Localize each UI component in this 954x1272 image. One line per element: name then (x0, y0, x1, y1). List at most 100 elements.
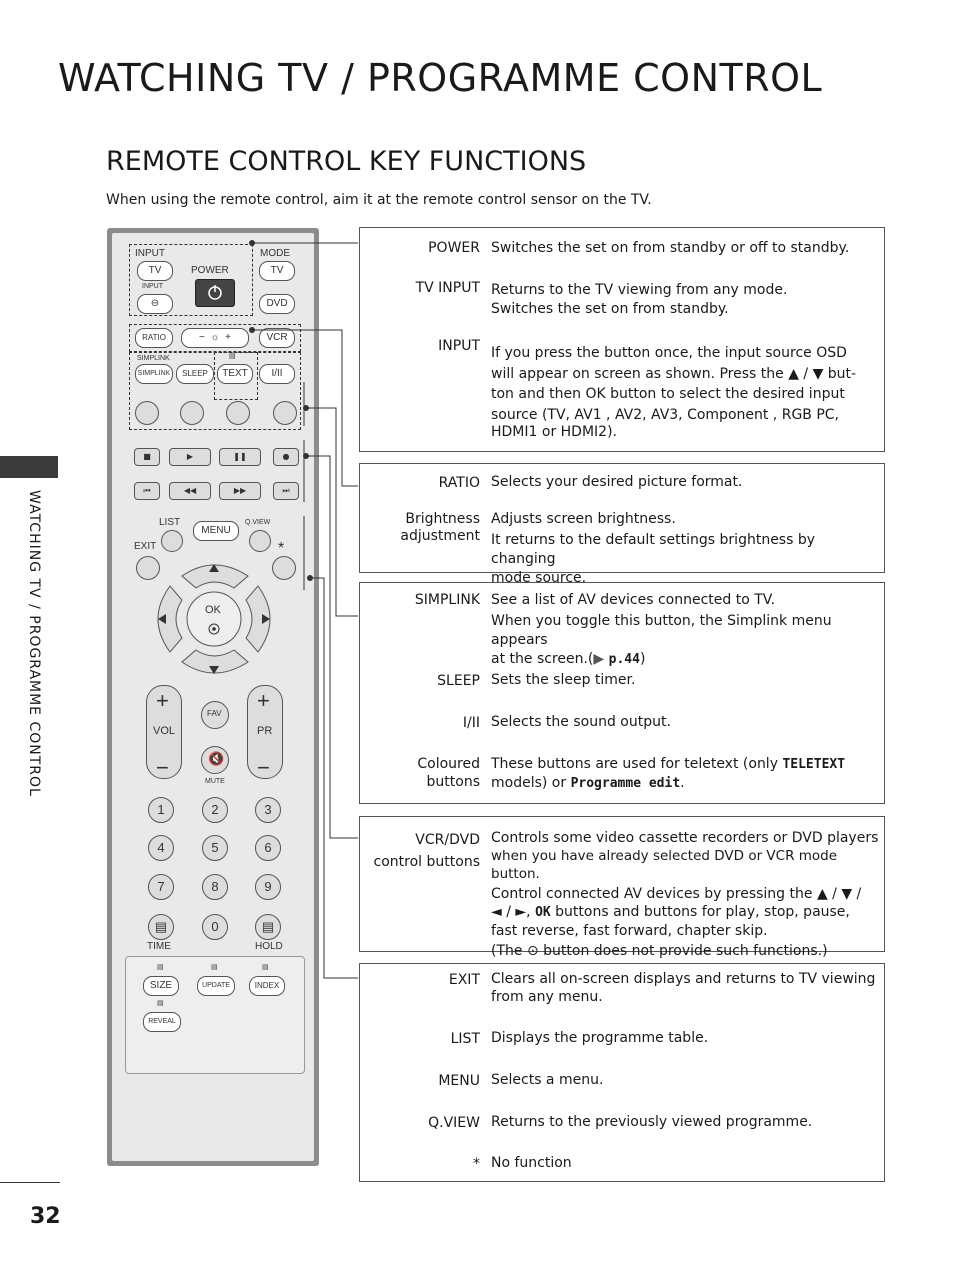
exit-menu-description-box: EXIT Clears all on-screen displays and r… (359, 963, 885, 1182)
sleep-description: Sets the sleep timer. (491, 672, 636, 688)
right-arrow-button[interactable] (245, 585, 271, 653)
number-9-button[interactable]: 9 (255, 874, 281, 900)
fav-button[interactable] (201, 701, 229, 729)
up-icon (209, 564, 219, 572)
size-button[interactable]: SIZE (143, 976, 179, 996)
navigation-pad[interactable] (152, 558, 276, 680)
simplink-button[interactable]: SIMPLINK (135, 364, 173, 384)
vcr-button[interactable]: VCR (259, 328, 295, 348)
menu-button[interactable]: MENU (193, 521, 239, 541)
ratio-button[interactable]: RATIO (135, 328, 173, 348)
pause-button[interactable]: ❚❚ (219, 448, 261, 466)
red-button[interactable] (135, 401, 159, 425)
brightness-icon: − ☼ + (199, 332, 231, 343)
i-ii-description: Selects the sound output. (491, 714, 671, 730)
qview-key: Q.VIEW (428, 1115, 480, 1131)
text-button[interactable]: TEXT (217, 364, 253, 384)
input-source-icon: ⊖ (150, 298, 160, 309)
stop-button[interactable]: ■ (134, 448, 160, 466)
number-8-button[interactable]: 8 (202, 874, 228, 900)
mode-tv-button[interactable]: TV (259, 261, 295, 281)
hold-button[interactable]: ▤ (255, 914, 281, 940)
play-button[interactable]: ▶ (169, 448, 211, 466)
side-tab-marker (0, 456, 58, 478)
record-button[interactable]: ● (273, 448, 299, 466)
index-teletext-icon: ▤ (262, 964, 269, 971)
simplink-description-box: SIMPLINK See a list of AV devices connec… (359, 582, 885, 804)
input-group-outline (129, 244, 253, 316)
list-button[interactable] (161, 530, 183, 552)
mute-button[interactable] (201, 746, 229, 774)
play-icon: ▶ (186, 452, 194, 461)
vol-label: VOL (153, 725, 176, 737)
reveal-button[interactable]: REVEAL (143, 1012, 181, 1032)
number-5-button[interactable]: 5 (202, 835, 228, 861)
green-button[interactable] (180, 401, 204, 425)
mode-label: MODE (260, 248, 290, 259)
star-button[interactable] (272, 556, 296, 580)
star-key: * (473, 1156, 480, 1172)
rewind-icon: ◀◀ (183, 486, 197, 495)
coloured-buttons-description: These buttons are used for teletext (onl… (491, 756, 846, 791)
stop-icon: ■ (143, 452, 151, 461)
skip-forward-button[interactable]: ⏭ (273, 482, 299, 500)
page-title: WATCHING TV / PROGRAMME CONTROL (58, 56, 823, 100)
update-teletext-icon: ▤ (211, 964, 218, 971)
ok-dot-icon (208, 623, 220, 635)
tv-input-button[interactable]: TV (137, 261, 173, 281)
power-icon (208, 285, 222, 300)
number-4-button[interactable]: 4 (148, 835, 174, 861)
number-6-button[interactable]: 6 (255, 835, 281, 861)
input-key: INPUT (438, 338, 480, 354)
input-button[interactable]: ⊖ (137, 294, 173, 314)
index-button[interactable]: INDEX (249, 976, 285, 996)
i-ii-key: I/II (462, 715, 480, 731)
number-1-button[interactable]: 1 (148, 797, 174, 823)
up-arrow-button[interactable] (181, 564, 249, 589)
down-arrow-button[interactable] (181, 649, 249, 674)
simplink-logo: SIMPLINK (137, 355, 170, 362)
ratio-description: Selects your desired picture format. (491, 474, 743, 490)
sleep-button[interactable]: SLEEP (176, 364, 214, 384)
blue-button[interactable] (273, 401, 297, 425)
input-small-label: INPUT (142, 283, 163, 290)
intro-text: When using the remote control, aim it at… (106, 192, 652, 208)
number-7-button[interactable]: 7 (148, 874, 174, 900)
text-teletext-icon: ▤ (229, 353, 236, 360)
exit-button[interactable] (136, 556, 160, 580)
power-input-description-box: POWER Switches the set on from standby o… (359, 227, 885, 452)
left-arrow-button[interactable] (157, 585, 183, 653)
list-label: LIST (159, 517, 181, 528)
input-description: If you press the button once, the input … (491, 345, 857, 440)
update-button[interactable]: UPDATE (197, 976, 235, 996)
programme-rocker[interactable] (247, 685, 283, 779)
skip-back-button[interactable]: ⏮ (134, 482, 160, 500)
time-button[interactable]: ▤ (148, 914, 174, 940)
page-number-rule (0, 1182, 60, 1183)
fast-forward-button[interactable]: ▶▶ (219, 482, 261, 500)
qview-description: Returns to the previously viewed program… (491, 1114, 813, 1130)
number-2-button[interactable]: 2 (202, 797, 228, 823)
vol-up-icon: + (156, 688, 169, 713)
list-description: Displays the programme table. (491, 1030, 709, 1046)
time-label: TIME (147, 941, 171, 952)
ok-button[interactable] (186, 591, 242, 647)
i-ii-button[interactable]: I/II (259, 364, 295, 384)
brightness-rocker[interactable]: − ☼ + (181, 328, 249, 348)
ok-label: OK (205, 604, 221, 616)
power-button[interactable] (195, 279, 235, 307)
number-3-button[interactable]: 3 (255, 797, 281, 823)
skip-forward-icon: ⏭ (282, 486, 290, 495)
volume-rocker[interactable] (146, 685, 182, 779)
reveal-teletext-icon: ▤ (157, 1000, 164, 1007)
number-0-button[interactable]: 0 (202, 914, 228, 940)
dvd-button[interactable]: DVD (259, 294, 295, 314)
qview-button[interactable] (249, 530, 271, 552)
rewind-button[interactable]: ◀◀ (169, 482, 211, 500)
pr-label: PR (257, 725, 273, 737)
input-label: INPUT (135, 248, 165, 259)
yellow-button[interactable] (226, 401, 250, 425)
exit-description: Clears all on-screen displays and return… (491, 971, 876, 1005)
center-dot-button-icon: ⊙ (526, 943, 539, 959)
